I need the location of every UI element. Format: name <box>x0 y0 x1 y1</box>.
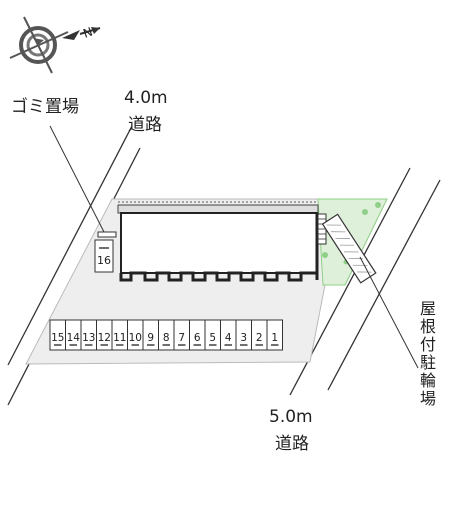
parking-space-number: 15 <box>51 332 64 344</box>
parking-space-number: 2 <box>256 332 263 344</box>
parking-space-5: 5 <box>204 319 221 351</box>
parking-space-number: 16 <box>97 254 111 267</box>
parking-space-number: 12 <box>98 332 111 344</box>
parking-space-16: 16 <box>94 239 114 273</box>
stairs <box>317 213 327 245</box>
parking-space-12: 12 <box>96 319 113 351</box>
bike-parking-structure <box>321 213 377 284</box>
garbage-label: ゴミ置場 <box>11 97 79 117</box>
parking-space-number: 3 <box>240 332 247 344</box>
compass-letter: N <box>81 25 94 41</box>
parking-space-number: 5 <box>209 332 216 344</box>
parking-space-number: 1 <box>271 332 278 344</box>
road-bottom-width: 5.0m <box>269 407 313 427</box>
parking-space-3: 3 <box>235 319 252 351</box>
bike-pointer-line <box>359 256 419 369</box>
parking-space-number: 4 <box>225 332 232 344</box>
parking-space-number: 14 <box>67 332 81 344</box>
road-bottom-name: 道路 <box>275 434 309 454</box>
parking-space-15: 15 <box>49 319 66 351</box>
parking-space-11: 11 <box>111 319 128 351</box>
parking-space-4: 4 <box>220 319 237 351</box>
parking-space-number: 7 <box>178 332 185 344</box>
parking-space-13: 13 <box>80 319 97 351</box>
compass-icon: N <box>9 16 101 74</box>
parking-space-number: 10 <box>129 332 142 344</box>
bike-parking-label: 屋根付駐輪場 <box>417 300 436 408</box>
garbage-station <box>97 231 117 238</box>
parking-space-7: 7 <box>173 319 190 351</box>
road-top-width: 4.0m <box>124 88 168 108</box>
road-top-edge-outer <box>7 125 133 366</box>
parking-space-number: 6 <box>194 332 201 344</box>
building <box>119 212 319 282</box>
parking-space-number: 9 <box>147 332 154 344</box>
parking-space-1: 1 <box>266 319 283 351</box>
parking-space-8: 8 <box>158 319 175 351</box>
road-top-name: 道路 <box>128 115 162 135</box>
parking-space-9: 9 <box>142 319 159 351</box>
garbage-pointer-line <box>49 125 105 233</box>
parking-space-number: 11 <box>113 332 126 344</box>
parking-space-10: 10 <box>127 319 144 351</box>
road-bottom-edge-outer <box>327 179 441 391</box>
parking-space-2: 2 <box>251 319 268 351</box>
building-canopy <box>117 204 319 214</box>
parking-space-number: 8 <box>163 332 170 344</box>
parking-space-number: 13 <box>82 332 95 344</box>
parking-space-6: 6 <box>189 319 206 351</box>
parking-space-14: 14 <box>65 319 82 351</box>
